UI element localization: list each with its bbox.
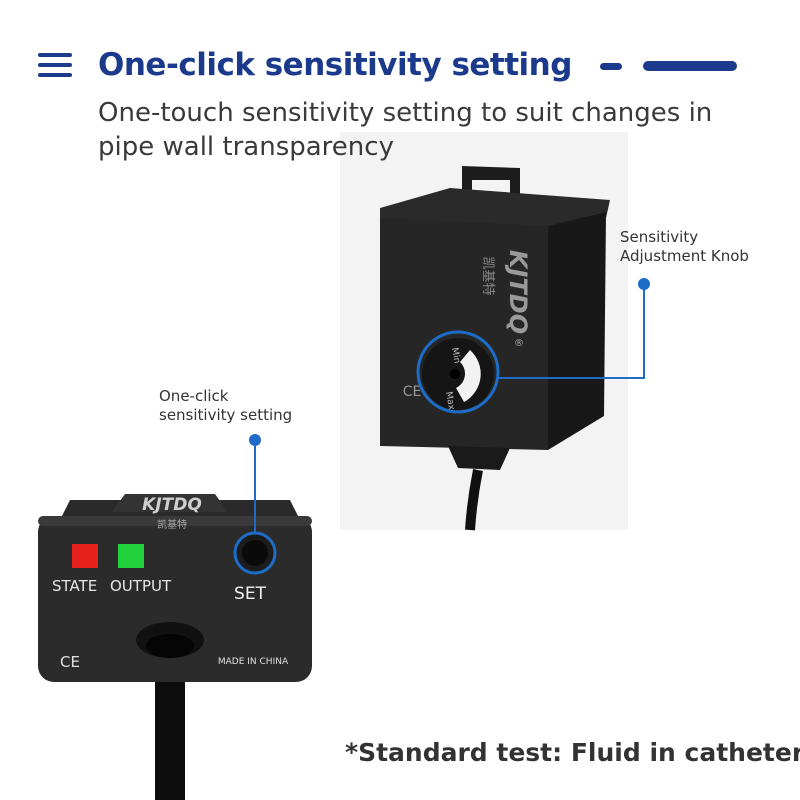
- knob-callout-line1: Sensitivity: [620, 228, 699, 246]
- state-label: STATE: [52, 577, 97, 595]
- made-in-label: MADE IN CHINA: [218, 657, 289, 667]
- controller-box: KJTDQ 凯基特 STATE OUTPUT SET CE MADE IN CH…: [38, 494, 312, 800]
- controller-brand-chinese: 凯基特: [157, 518, 187, 531]
- header: One-click sensitivity setting: [38, 42, 572, 88]
- output-label: OUTPUT: [110, 577, 172, 595]
- controller-brand-logo: KJTDQ: [142, 495, 202, 515]
- knob-max-label: Max: [443, 391, 456, 412]
- state-led: [72, 544, 98, 568]
- sensor-brand-chinese: 凯基特: [480, 256, 495, 295]
- clamp-sensor: KJTDQ 凯基特 ® CE Min Max: [380, 166, 610, 531]
- footnote: *Standard test: Fluid in catheters: [345, 738, 800, 767]
- registered-mark: ®: [514, 338, 524, 349]
- set-callout-label: One-click sensitivity setting: [159, 387, 292, 425]
- knob-callout-label: Sensitivity Adjustment Knob: [620, 228, 749, 266]
- menu-icon: [38, 53, 72, 77]
- set-callout-line1: One-click: [159, 387, 229, 405]
- callout-lines: [249, 278, 650, 533]
- set-callout-line2: sensitivity setting: [159, 406, 293, 424]
- set-callout-dot: [249, 434, 261, 446]
- subtitle: One-touch sensitivity setting to suit ch…: [98, 98, 713, 162]
- sensor-brand-logo: KJTDQ: [504, 250, 532, 334]
- title-decoration-bar: [643, 61, 737, 71]
- title-decoration-dot: [600, 63, 622, 70]
- knob-min-label: Min: [449, 347, 462, 364]
- controller-ce-mark: CE: [60, 653, 80, 671]
- page-title: One-click sensitivity setting: [98, 47, 572, 83]
- knob-callout-line2: Adjustment Knob: [620, 247, 749, 265]
- sensor-ce-mark: CE: [403, 384, 422, 400]
- knob-callout-ring: [416, 330, 500, 414]
- knob-callout-dot: [638, 278, 650, 290]
- output-led: [118, 544, 144, 568]
- set-label: SET: [234, 584, 267, 604]
